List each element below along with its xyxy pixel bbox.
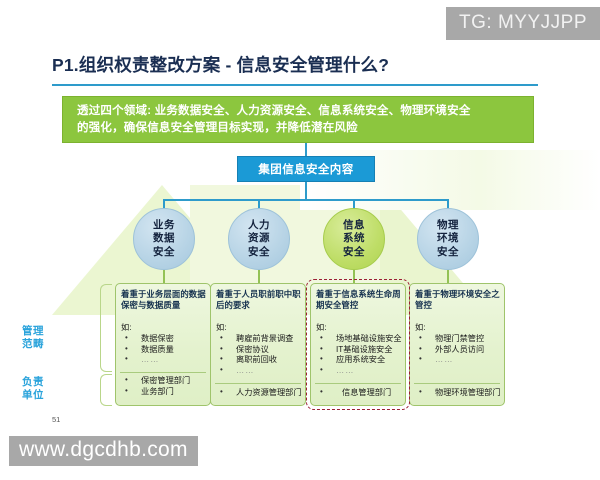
axis-label-line: 范畴 xyxy=(22,338,44,350)
circle-line: 信息 xyxy=(343,218,365,231)
card-item-list: 物理门禁管控 外部人员访问 …… xyxy=(415,333,500,366)
title-divider xyxy=(52,84,538,86)
list-item: …… xyxy=(216,365,301,377)
axis-label-line: 单位 xyxy=(22,389,44,401)
scope-brace xyxy=(100,284,112,372)
axis-label-scope: 管理 范畴 xyxy=(22,325,44,351)
list-item: 数据保密 xyxy=(121,333,206,345)
circle-line: 业务 xyxy=(153,218,175,231)
connector-drop-3 xyxy=(353,199,355,210)
domain-circle-physical-environment[interactable]: 物理 环境 安全 xyxy=(417,208,479,270)
list-item: 外部人员访问 xyxy=(415,344,500,356)
page-title: P1.组织权责整改方案 - 信息安全管理什么? xyxy=(52,55,390,75)
card-heading: 着重于业务层面的数据保密与数据质量 xyxy=(121,289,206,310)
circle-line: 人力 xyxy=(248,218,270,231)
detail-card-physical-environment[interactable]: 着重于物理环境安全之管控 如: 物理门禁管控 外部人员访问 …… 物理环境管理部… xyxy=(409,283,505,406)
circle-line: 数据 xyxy=(153,232,175,245)
telegram-watermark: TG: MYYJJPP xyxy=(446,7,600,40)
card-owner: 物理环境管理部门 xyxy=(415,387,501,399)
card-owner: 人力资源管理部门 xyxy=(216,387,302,399)
list-item: 聘雇前背景调查 xyxy=(216,333,301,345)
domain-circle-business-data[interactable]: 业务 数据 安全 xyxy=(133,208,195,270)
owner-brace xyxy=(100,374,112,406)
card-divider xyxy=(120,372,206,373)
list-item: 应用系统安全 xyxy=(316,354,401,366)
summary-banner-line-1: 透过四个领域: 业务数据安全、人力资源安全、信息系统安全、物理环境安全 xyxy=(77,105,471,117)
hub-node: 集团信息安全内容 xyxy=(237,156,375,182)
hub-label: 集团信息安全内容 xyxy=(258,164,354,176)
axis-label-line: 管理 xyxy=(22,325,44,337)
card-owner: 信息管理部门 xyxy=(316,387,401,399)
card-owner-secondary: 业务部门 xyxy=(121,386,206,398)
connector-drop-2 xyxy=(258,199,260,210)
list-item: …… xyxy=(316,365,401,377)
card-example-label: 如: xyxy=(415,323,426,332)
detail-card-business-data[interactable]: 着重于业务层面的数据保密与数据质量 如: 数据保密 数据质量 …… 保密管理部门… xyxy=(115,283,211,406)
card-divider xyxy=(215,383,301,384)
card-item-list: 数据保密 数据质量 …… xyxy=(121,333,206,366)
detail-card-human-resources[interactable]: 着重于人员职前职中职后的要求 如: 聘雇前背景调查 保密协议 离职前回收 …… … xyxy=(210,283,306,406)
card-divider xyxy=(315,383,401,384)
axis-label-line: 负责 xyxy=(22,376,44,388)
card-heading: 着重于物理环境安全之管控 xyxy=(415,289,500,310)
domain-circle-human-resources[interactable]: 人力 资源 安全 xyxy=(228,208,290,270)
connector-circle-card-4 xyxy=(447,270,449,284)
summary-banner: 透过四个领域: 业务数据安全、人力资源安全、信息系统安全、物理环境安全 的强化，… xyxy=(62,96,534,143)
circle-line: 物理 xyxy=(437,218,459,231)
list-item: 物理门禁管控 xyxy=(415,333,500,345)
card-item-list: 场地基础设施安全 IT基础设施安全 应用系统安全 …… xyxy=(316,333,402,377)
card-heading: 着重于人员职前职中职后的要求 xyxy=(216,289,301,310)
card-owner: 保密管理部门 xyxy=(121,375,206,387)
circle-line: 安全 xyxy=(343,245,365,258)
list-item: IT基础设施安全 xyxy=(316,344,401,356)
connector-circle-card-3 xyxy=(353,270,355,284)
summary-banner-line-2: 的强化，确保信息安全管理目标实现，并降低潜在风险 xyxy=(77,122,358,134)
list-item: 离职前回收 xyxy=(216,354,301,366)
circle-line: 安全 xyxy=(248,245,270,258)
domain-circle-information-system[interactable]: 信息 系统 安全 xyxy=(323,208,385,270)
connector-hub-stem xyxy=(305,182,307,200)
connector-banner-to-hub xyxy=(305,143,307,157)
connector-horizontal-bus xyxy=(163,199,448,201)
circle-line: 系统 xyxy=(343,232,365,245)
list-item: 保密协议 xyxy=(216,344,301,356)
list-item: …… xyxy=(415,354,500,366)
card-example-label: 如: xyxy=(216,323,227,332)
card-divider xyxy=(414,383,500,384)
list-item: 场地基础设施安全 xyxy=(316,333,402,345)
list-item: …… xyxy=(121,354,206,366)
card-example-label: 如: xyxy=(121,323,132,332)
circle-line: 环境 xyxy=(437,232,459,245)
connector-drop-1 xyxy=(163,199,165,210)
card-example-label: 如: xyxy=(316,323,327,332)
circle-line: 资源 xyxy=(248,232,270,245)
detail-card-information-system[interactable]: 着重于信息系统生命周期安全管控 如: 场地基础设施安全 IT基础设施安全 应用系… xyxy=(310,283,406,406)
page-number: 51 xyxy=(52,415,61,424)
card-heading: 着重于信息系统生命周期安全管控 xyxy=(316,289,401,310)
circle-line: 安全 xyxy=(153,245,175,258)
connector-circle-card-1 xyxy=(163,270,165,284)
circle-line: 安全 xyxy=(437,245,459,258)
connector-drop-4 xyxy=(447,199,449,210)
list-item: 数据质量 xyxy=(121,344,206,356)
card-item-list: 聘雇前背景调查 保密协议 离职前回收 …… xyxy=(216,333,301,377)
connector-circle-card-2 xyxy=(258,270,260,284)
axis-label-owner: 负责 单位 xyxy=(22,376,44,402)
site-watermark: www.dgcdhb.com xyxy=(9,436,198,466)
